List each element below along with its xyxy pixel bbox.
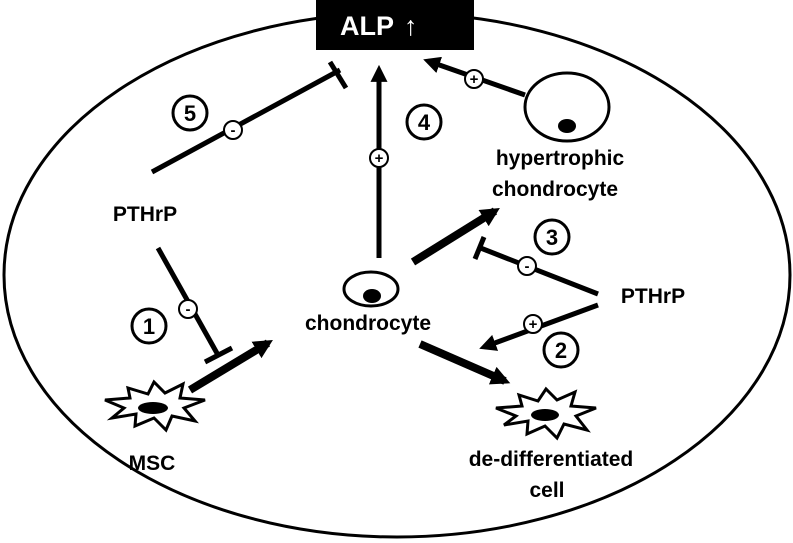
up-arrow-icon: ↑ [404,11,418,41]
alp-box [316,0,474,50]
plus-sign-circle-top [464,69,484,89]
step-number-4: 4 [418,110,431,135]
plus-sign-4: + [375,150,384,167]
inhibition-pthrp-to-hypertrophy [477,244,599,297]
alp-label: ALP [340,11,394,41]
msc-nucleus [138,402,168,414]
dedifferentiated-label-line2: cell [529,479,564,502]
pthrp-left-label: PTHrP [113,203,177,226]
cell-boundary [2,11,792,539]
arrow-chondrocyte-to-hypertrophic [410,207,500,266]
hypertrophic-label-line1: hypertrophic [496,147,625,170]
step-number-3: 3 [546,225,558,250]
plus-sign-2: + [529,316,538,333]
step-number-1: 1 [143,314,155,339]
step-circle-1 [130,307,168,345]
dedifferentiated-label-line1: de-differentiated [469,448,634,471]
plus-sign-circle-2 [523,314,543,334]
step-circle-2 [542,331,580,369]
step-number-2: 2 [555,338,567,363]
chondrocyte-label: chondrocyte [305,312,431,335]
msc-label: MSC [129,452,176,475]
hypertrophic-cell [523,71,611,143]
inhibition-pthrp-to-alp [150,67,342,175]
step-circle-5 [171,94,209,132]
inhibition-bar-5 [327,60,349,90]
minus-sign-3: - [525,258,530,275]
minus-sign-circle-1 [178,299,198,319]
minus-sign-1: - [186,301,191,318]
step-circle-3 [533,218,571,256]
arrow-msc-to-chondrocyte [187,339,273,394]
chondrocyte-nucleus [363,289,381,303]
arrow-chondrocyte-to-dedifferentiated [418,340,511,385]
minus-sign-5: - [231,122,236,139]
inhibition-bar-3 [472,236,487,260]
inhibition-bar-1 [203,345,234,365]
plus-sign-top: + [470,71,479,88]
pthrp-right-label: PTHrP [621,285,685,308]
hypertrophic-label-line2: chondrocyte [492,178,618,201]
chondrocyte-cell [342,270,400,308]
plus-sign-circle-4 [369,148,389,168]
minus-sign-circle-5 [223,120,243,140]
minus-sign-circle-3 [517,256,537,276]
dedifferentiated-nucleus [531,409,559,421]
step-circle-4 [405,103,443,141]
step-number-5: 5 [184,101,196,126]
hypertrophic-nucleus [558,119,576,133]
